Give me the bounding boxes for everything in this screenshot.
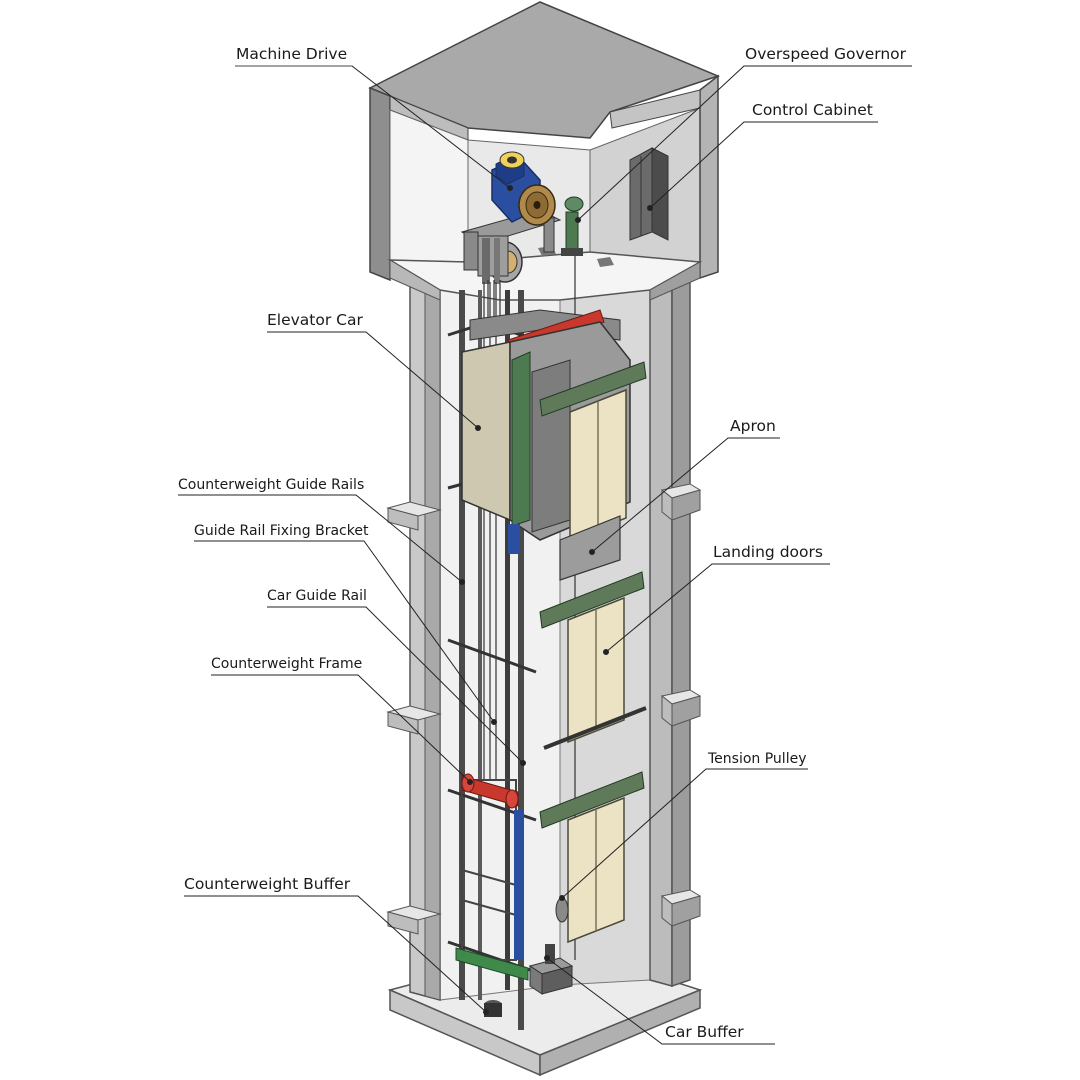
label-counterweight-buffer: Counterweight Buffer (184, 875, 351, 893)
label-elevator-car: Elevator Car (267, 311, 363, 329)
counterweight-frame (461, 773, 524, 961)
landing-doors (539, 571, 647, 944)
elevator-car (461, 309, 647, 554)
label-overspeed-governor: Overspeed Governor (745, 45, 907, 63)
label-car-buffer: Car Buffer (665, 1023, 744, 1041)
label-counterweight-frame: Counterweight Frame (211, 656, 363, 672)
overspeed-governor (561, 196, 584, 256)
label-car-guide-rail: Car Guide Rail (267, 588, 367, 604)
label-landing-doors: Landing doors (713, 543, 823, 561)
label-guide-rail-fixing-bracket: Guide Rail Fixing Bracket (194, 523, 369, 539)
leader-lines (178, 65, 912, 1045)
label-counterweight-guide-rails: Counterweight Guide Rails (178, 477, 365, 493)
label-apron: Apron (730, 417, 776, 435)
machine-room (368, 1, 721, 301)
label-machine-drive: Machine Drive (236, 45, 348, 63)
control-cabinet (629, 147, 669, 241)
label-control-cabinet: Control Cabinet (752, 101, 873, 119)
label-tension-pulley: Tension Pulley (708, 751, 807, 767)
apron (559, 515, 621, 581)
machine-drive (460, 151, 562, 284)
pit-components (455, 897, 574, 1017)
